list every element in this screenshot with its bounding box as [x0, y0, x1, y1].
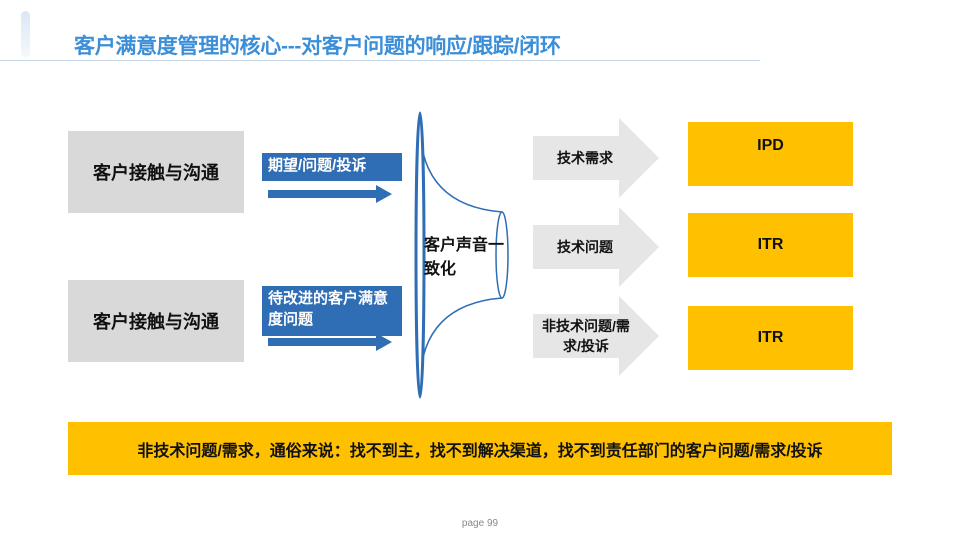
- funnel-label: 客户声音一致化: [424, 237, 505, 278]
- process-label: ITR: [757, 236, 784, 253]
- right-arrow-icon: [268, 185, 392, 203]
- process-box-itr-1: ITR: [688, 213, 853, 277]
- process-box-itr-2: ITR: [688, 306, 853, 370]
- funnel-shape: [414, 111, 509, 399]
- process-label: IPD: [757, 137, 784, 154]
- improvement-label: 待改进的客户满意度问题: [262, 286, 402, 336]
- chevron-shape: [533, 207, 659, 287]
- title-divider: [0, 60, 760, 61]
- note-bar: 非技术问题/需求，通俗来说：找不到主，找不到解决渠道，找不到责任部门的客户问题/…: [68, 422, 892, 475]
- right-arrow-icon: [268, 333, 392, 351]
- expectation-label: 期望/问题/投诉: [262, 153, 402, 181]
- page-number: page 99: [461, 518, 499, 529]
- category-label-non-tech: 非技术问题/需求/投诉: [542, 318, 630, 354]
- title-accent-bar: [21, 11, 30, 57]
- process-box-ipd: IPD: [688, 122, 853, 186]
- chevron-shape: [533, 296, 659, 376]
- chevron-shape: [533, 118, 659, 198]
- page-title: 客户满意度管理的核心---对客户问题的响应/跟踪/闭环: [74, 35, 561, 58]
- note-text: 非技术问题/需求，通俗来说：找不到主，找不到解决渠道，找不到责任部门的客户问题/…: [137, 442, 823, 460]
- category-label-tech-issue: 技术问题: [557, 239, 613, 255]
- process-label: ITR: [757, 329, 784, 346]
- touchpoint-box-2: 客户接触与沟通: [68, 280, 244, 362]
- category-label-tech-demand: 技术需求: [557, 150, 613, 166]
- touchpoint-box-1: 客户接触与沟通: [68, 131, 244, 213]
